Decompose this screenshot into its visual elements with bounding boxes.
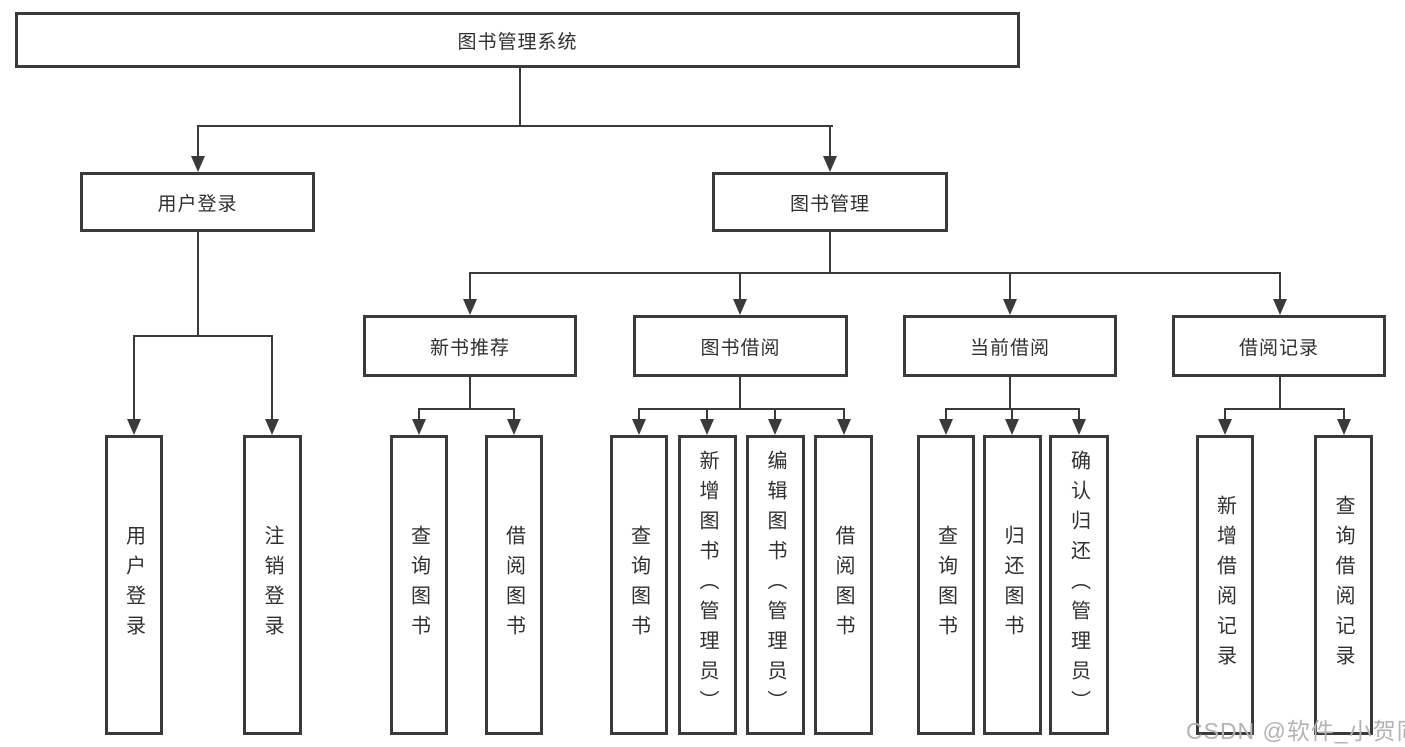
leaf-query-books-current-label: 查询图书 (934, 525, 957, 645)
node-book-management-label: 图书管理 (789, 193, 870, 215)
connector-stem-leaf (945, 408, 947, 420)
arrowhead-down-icon (823, 156, 837, 172)
node-user-login-label: 用户登录 (157, 193, 238, 215)
connector-root-stem (519, 68, 521, 126)
arrowhead-down-icon (939, 419, 953, 435)
node-new-book-recommend-label: 新书推荐 (429, 337, 510, 359)
connector-stem-borrowing-records (1279, 272, 1281, 301)
connector-stem-leaf (638, 408, 640, 420)
arrowhead-down-icon (632, 419, 646, 435)
leaf-query-books-recommend-label: 查询图书 (407, 525, 430, 645)
node-user-login: 用户登录 (80, 172, 315, 232)
leaf-query-borrow-record: 查询借阅记录 (1314, 435, 1373, 735)
node-book-management: 图书管理 (712, 172, 948, 232)
arrowhead-down-icon (1218, 419, 1232, 435)
leaf-confirm-return-admin-label: 确认归还（管理员） (1067, 450, 1090, 720)
arrowhead-down-icon (1003, 299, 1017, 315)
arrowhead-down-icon (1005, 419, 1019, 435)
csdn-watermark: CSDN @软件_小贺同学 (1186, 718, 1405, 744)
connector-stem-leaf (1224, 408, 1226, 420)
connector-stem-new-book-recommend (469, 272, 471, 301)
leaf-return-books: 归还图书 (983, 435, 1042, 735)
arrowhead-down-icon (1273, 299, 1287, 315)
arrowhead-down-icon (191, 156, 205, 172)
connector-stem-book-borrowing (739, 272, 741, 301)
connector-root-branch (197, 125, 833, 127)
connector-stem-leaf (418, 408, 420, 420)
connector-current-borrowing-stem (1009, 377, 1011, 410)
leaf-user-login-label: 用户登录 (122, 525, 145, 645)
leaf-logout: 注销登录 (243, 435, 302, 735)
arrowhead-down-icon (837, 419, 851, 435)
node-root-label: 图书管理系统 (457, 31, 578, 53)
arrowhead-down-icon (463, 299, 477, 315)
connector-book-management-stem (829, 232, 831, 274)
node-current-borrowing-label: 当前借阅 (969, 337, 1050, 359)
arrowhead-down-icon (700, 419, 714, 435)
node-new-book-recommend: 新书推荐 (363, 315, 577, 377)
leaf-logout-label: 注销登录 (261, 525, 283, 645)
connector-book-borrowing-stem (739, 377, 741, 410)
leaf-query-books-current: 查询图书 (917, 435, 975, 735)
connector-stem-leaf (706, 408, 708, 420)
leaf-edit-book-admin: 编辑图书（管理员） (746, 435, 805, 735)
arrowhead-down-icon (127, 419, 141, 435)
leaf-borrow-books-borrowing: 借阅图书 (814, 435, 873, 735)
connector-stem-leaf-logout (271, 335, 273, 420)
leaf-add-book-admin-label: 新增图书（管理员） (696, 450, 718, 720)
connector-new-book-recommend-branch (418, 408, 515, 410)
leaf-query-books-recommend: 查询图书 (390, 435, 448, 735)
leaf-borrow-books-recommend: 借阅图书 (485, 435, 543, 735)
arrowhead-down-icon (412, 419, 426, 435)
node-borrowing-records: 借阅记录 (1172, 315, 1386, 377)
connector-book-borrowing-branch (638, 408, 845, 410)
connector-stem-current-borrowing (1009, 272, 1011, 301)
connector-book-management-branch (469, 272, 1281, 274)
leaf-add-borrow-record-label: 新增借阅记录 (1213, 495, 1236, 675)
node-book-borrowing-label: 图书借阅 (700, 337, 781, 359)
connector-stem-user-login (197, 125, 199, 157)
connector-stem-leaf-user-login (133, 335, 135, 420)
connector-stem-leaf (1343, 408, 1345, 420)
node-book-borrowing: 图书借阅 (633, 315, 848, 377)
leaf-user-login: 用户登录 (105, 435, 163, 735)
connector-borrowing-records-branch (1224, 408, 1345, 410)
connector-borrowing-records-stem (1279, 377, 1281, 410)
connector-user-login-branch (133, 335, 273, 337)
leaf-borrow-books-borrowing-label: 借阅图书 (832, 525, 854, 645)
connector-user-login-stem (197, 232, 199, 337)
leaf-add-book-admin: 新增图书（管理员） (678, 435, 737, 735)
leaf-query-books-borrowing-label: 查询图书 (627, 525, 650, 645)
leaf-query-books-borrowing: 查询图书 (610, 435, 668, 735)
connector-stem-leaf (774, 408, 776, 420)
connector-new-book-recommend-stem (469, 377, 471, 410)
leaf-query-borrow-record-label: 查询借阅记录 (1332, 495, 1354, 675)
arrowhead-down-icon (507, 419, 521, 435)
leaf-return-books-label: 归还图书 (1001, 525, 1023, 645)
node-current-borrowing: 当前借阅 (903, 315, 1117, 377)
connector-stem-leaf (1011, 408, 1013, 420)
connector-stem-leaf (513, 408, 515, 420)
arrowhead-down-icon (1337, 419, 1351, 435)
leaf-add-borrow-record: 新增借阅记录 (1196, 435, 1254, 735)
leaf-edit-book-admin-label: 编辑图书（管理员） (764, 450, 786, 720)
arrowhead-down-icon (1072, 419, 1086, 435)
leaf-borrow-books-recommend-label: 借阅图书 (502, 525, 525, 645)
connector-stem-leaf (1078, 408, 1080, 420)
connector-stem-book-management (829, 125, 831, 157)
arrowhead-down-icon (768, 419, 782, 435)
node-root: 图书管理系统 (15, 12, 1020, 68)
connector-stem-leaf (843, 408, 845, 420)
arrowhead-down-icon (265, 419, 279, 435)
arrowhead-down-icon (733, 299, 747, 315)
leaf-confirm-return-admin: 确认归还（管理员） (1049, 435, 1109, 735)
node-borrowing-records-label: 借阅记录 (1238, 337, 1319, 359)
